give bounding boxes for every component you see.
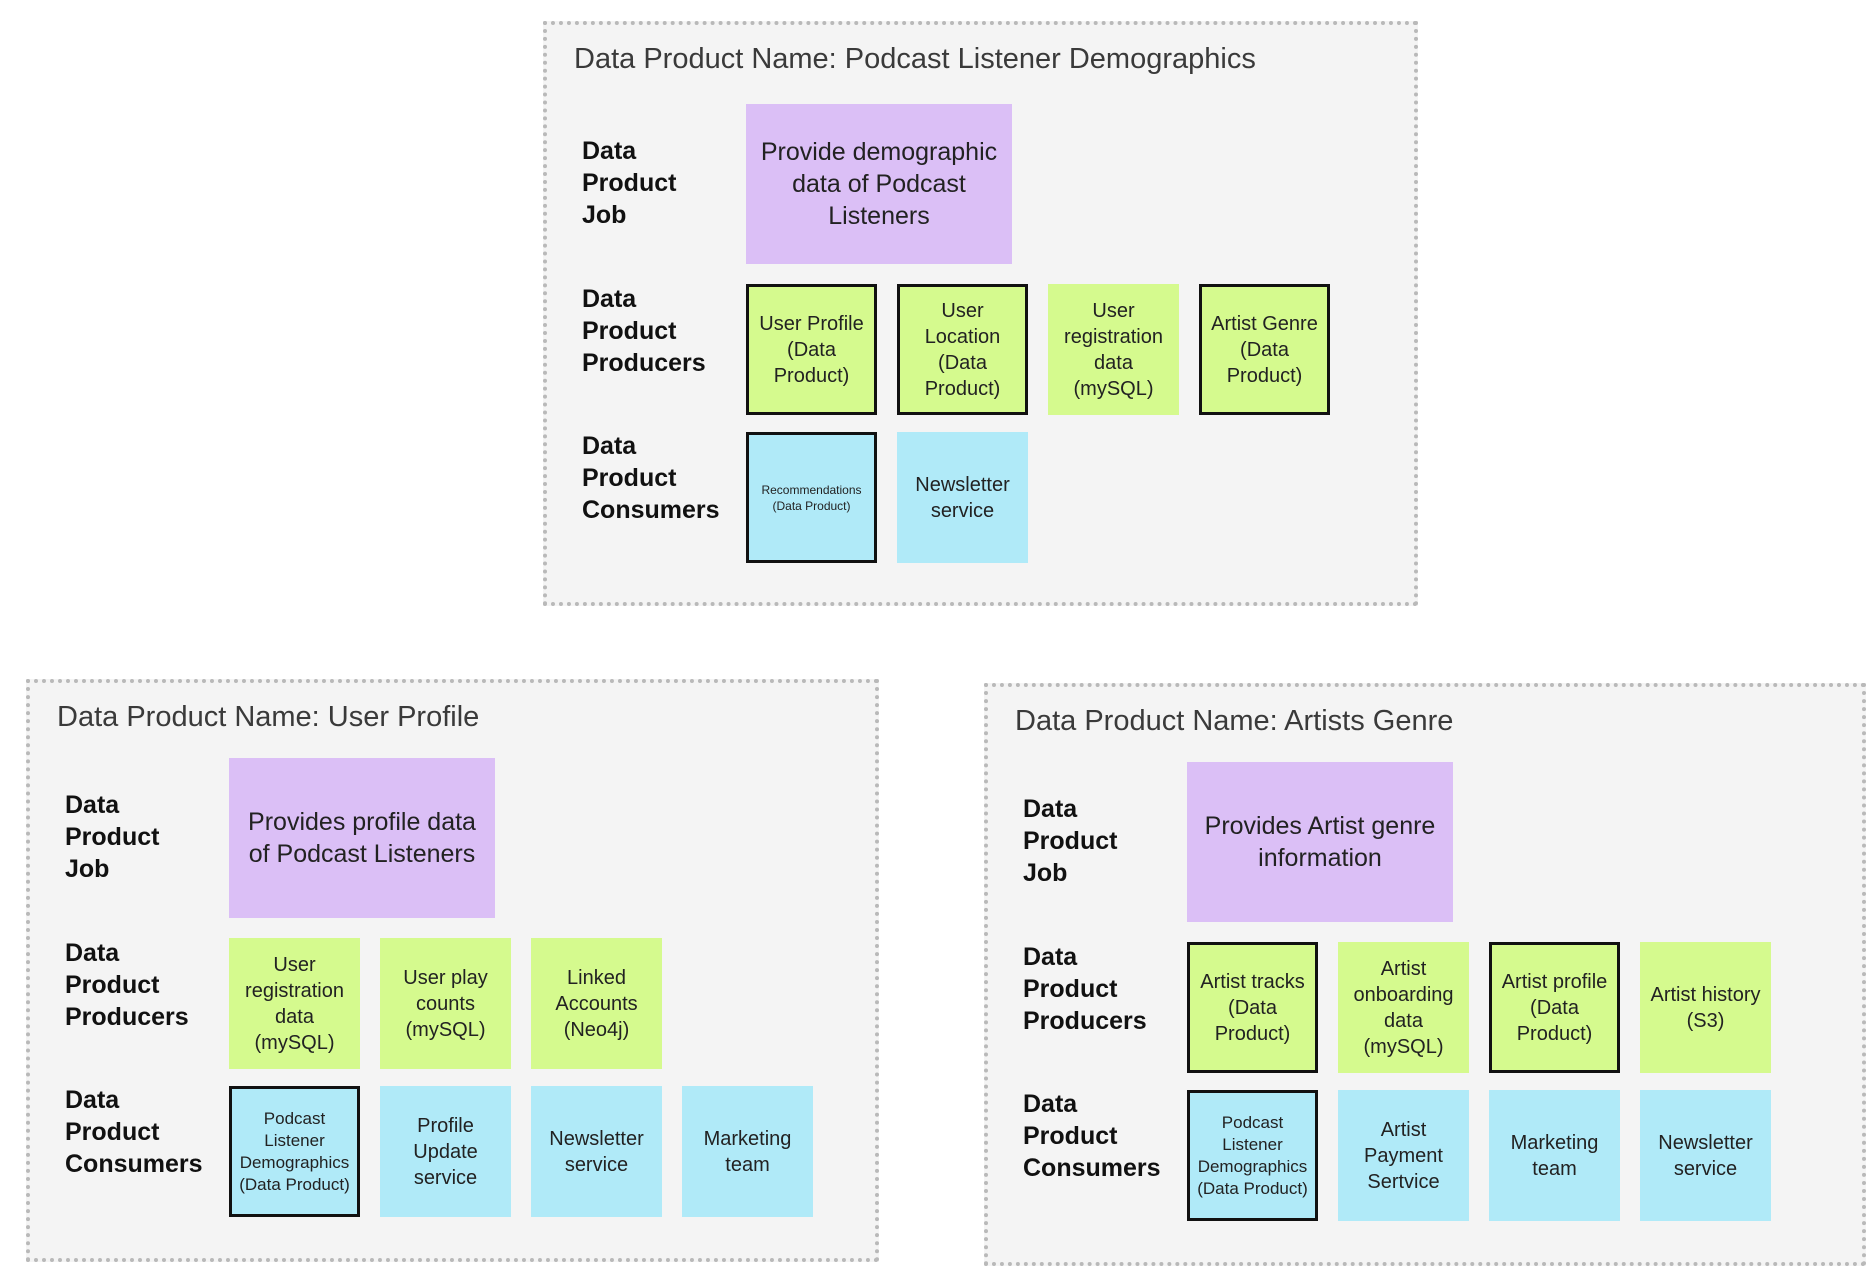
producer-sticky: User Location (Data Product) [897,284,1028,415]
consumer-sticky: Newsletter service [897,432,1028,563]
consumer-sticky: Artist Payment Sertvice [1338,1090,1469,1221]
panel-title: Data Product Name: Artists Genre [1015,705,1454,737]
consumer-sticky: Podcast Listener Demographics (Data Prod… [1187,1090,1318,1221]
data-product-card-artists-genre: Data Product Name: Artists Genre Data Pr… [984,683,1866,1266]
consumer-sticky: Profile Update service [380,1086,511,1217]
producer-sticky: Linked Accounts (Neo4j) [531,938,662,1069]
consumer-sticky: Newsletter service [1640,1090,1771,1221]
consumer-sticky: Marketing team [682,1086,813,1217]
job-row-label: Data Product Job [65,791,160,883]
panel-title: Data Product Name: User Profile [57,701,480,733]
job-row-label: Data Product Job [1023,795,1118,887]
consumer-sticky: Recommendations (Data Product) [746,432,877,563]
panel-title: Data Product Name: Podcast Listener Demo… [574,43,1256,75]
producer-sticky: User registration data (mySQL) [1048,284,1179,415]
consumer-sticky: Marketing team [1489,1090,1620,1221]
data-product-card-podcast-listener-demographics: Data Product Name: Podcast Listener Demo… [543,21,1418,606]
producer-sticky: Artist Genre (Data Product) [1199,284,1330,415]
consumer-sticky: Podcast Listener Demographics (Data Prod… [229,1086,360,1217]
producer-sticky: Artist onboarding data (mySQL) [1338,942,1469,1073]
consumer-sticky: Newsletter service [531,1086,662,1217]
producer-sticky: User Profile (Data Product) [746,284,877,415]
producers-row-label: Data Product Producers [582,285,706,377]
producer-sticky: Artist tracks (Data Product) [1187,942,1318,1073]
job-row-label: Data Product Job [582,137,677,229]
producers-row-label: Data Product Producers [1023,943,1147,1035]
consumers-row-label: Data Product Consumers [1023,1090,1161,1182]
job-sticky: Provide demographic data of Podcast List… [746,104,1012,264]
data-product-card-user-profile: Data Product Name: User Profile Data Pro… [26,679,879,1262]
consumers-row-label: Data Product Consumers [65,1086,203,1178]
job-sticky: Provides profile data of Podcast Listene… [229,758,495,918]
producers-row-label: Data Product Producers [65,939,189,1031]
producer-sticky: Artist profile (Data Product) [1489,942,1620,1073]
producer-sticky: User registration data (mySQL) [229,938,360,1069]
consumers-row-label: Data Product Consumers [582,432,720,524]
producer-sticky: Artist history (S3) [1640,942,1771,1073]
job-sticky: Provides Artist genre information [1187,762,1453,922]
producer-sticky: User play counts (mySQL) [380,938,511,1069]
